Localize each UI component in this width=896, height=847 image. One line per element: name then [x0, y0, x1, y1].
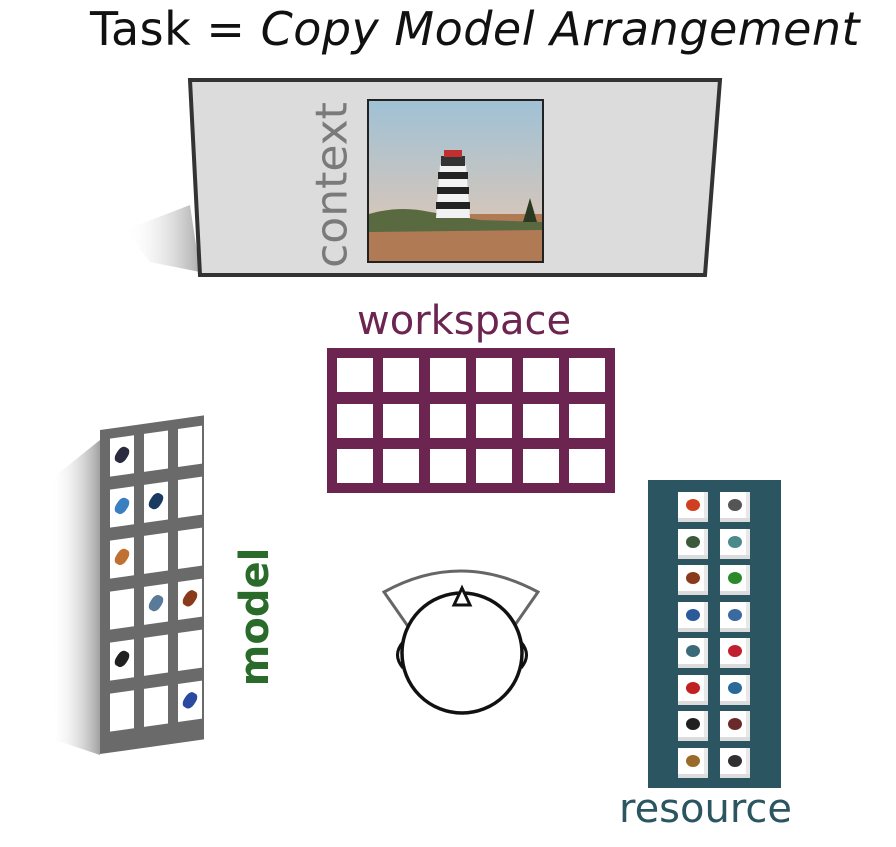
workspace-cell[interactable]: [569, 449, 605, 483]
resource-cell[interactable]: [678, 492, 708, 522]
model-cell: [110, 639, 134, 681]
resource-cell[interactable]: [678, 528, 708, 559]
resource-object[interactable]: [686, 754, 700, 767]
model-cell: [178, 578, 202, 621]
workspace-cell[interactable]: [476, 358, 513, 392]
model-object: [112, 648, 132, 669]
model-cell: [144, 430, 168, 472]
nose-icon: [451, 584, 473, 607]
resource-object[interactable]: [728, 572, 742, 584]
workspace-cell[interactable]: [383, 449, 420, 483]
resource-object[interactable]: [728, 754, 742, 767]
workspace-cell[interactable]: [522, 358, 559, 392]
model-cell: [144, 634, 168, 676]
model-cell: [144, 583, 168, 625]
model-cell: [144, 481, 168, 523]
resource-object[interactable]: [686, 572, 700, 584]
context-shadow: [125, 205, 200, 272]
workspace-cell[interactable]: [429, 449, 466, 483]
resource-cell[interactable]: [720, 674, 750, 705]
resource-cell[interactable]: [720, 492, 750, 522]
title-prefix: Task =: [90, 2, 261, 56]
workspace-cell[interactable]: [476, 403, 513, 438]
resource-cell[interactable]: [720, 565, 750, 595]
workspace-cell[interactable]: [337, 403, 373, 438]
context-photo: [367, 99, 544, 263]
resource-object[interactable]: [686, 499, 700, 511]
resource-object[interactable]: [686, 608, 700, 621]
model-cell: [110, 588, 134, 630]
model-cell: [144, 685, 168, 727]
model-object: [112, 444, 132, 465]
model-cell: [178, 476, 202, 519]
resource-object[interactable]: [686, 681, 700, 694]
workspace-cell[interactable]: [522, 449, 559, 483]
workspace-label: workspace: [357, 298, 572, 344]
model-grid: [100, 415, 204, 754]
model-object: [112, 546, 132, 567]
resource-panel: [648, 480, 781, 788]
model-shadow: [50, 440, 100, 755]
resource-cell[interactable]: [678, 674, 708, 705]
workspace-cell[interactable]: [383, 403, 420, 438]
model-object: [180, 690, 200, 711]
model-cell: [110, 690, 134, 732]
model-object: [180, 588, 200, 609]
resource-object[interactable]: [728, 718, 742, 730]
model-cell: [144, 532, 168, 574]
resource-cell[interactable]: [720, 638, 750, 668]
workspace-cell[interactable]: [429, 403, 466, 438]
model-cell: [178, 527, 202, 570]
resource-cell[interactable]: [720, 747, 750, 778]
head-circle: [400, 591, 524, 715]
resource-object[interactable]: [686, 535, 700, 548]
model-cell: [110, 486, 134, 528]
model-object: [146, 491, 166, 512]
workspace-cell[interactable]: [429, 358, 466, 392]
resource-cell[interactable]: [678, 711, 708, 741]
model-cell: [178, 680, 202, 723]
workspace-cell[interactable]: [522, 403, 559, 438]
resource-cell[interactable]: [678, 638, 708, 668]
resource-object[interactable]: [686, 645, 700, 657]
left-ear-icon: [396, 641, 405, 669]
task-name: Copy Model Arrangement: [260, 2, 861, 56]
resource-cell[interactable]: [678, 601, 708, 632]
resource-cell[interactable]: [720, 711, 750, 741]
workspace-cell[interactable]: [337, 449, 373, 483]
model-cell: [178, 629, 202, 672]
resource-object[interactable]: [728, 499, 742, 511]
resource-object[interactable]: [728, 608, 742, 621]
context-label: context: [306, 102, 358, 268]
model-object: [112, 495, 132, 516]
resource-object[interactable]: [728, 645, 742, 657]
head-figure: [381, 569, 541, 715]
resource-object[interactable]: [686, 718, 700, 730]
model-cell: [110, 537, 134, 579]
model-cell: [178, 425, 202, 468]
resource-cell[interactable]: [678, 747, 708, 778]
workspace-grid: [327, 348, 615, 493]
workspace-cell[interactable]: [383, 358, 420, 392]
workspace-cell[interactable]: [569, 358, 605, 392]
resource-cell[interactable]: [678, 565, 708, 595]
workspace-cell[interactable]: [337, 358, 373, 392]
workspace-cell[interactable]: [476, 449, 513, 483]
page-title: Task = Copy Model Arrangement: [90, 2, 860, 56]
right-ear-icon: [519, 641, 528, 669]
resource-object[interactable]: [728, 681, 742, 694]
resource-label: resource: [619, 786, 793, 832]
resource-cell[interactable]: [720, 601, 750, 632]
model-label: model: [232, 547, 278, 687]
model-object: [146, 593, 166, 614]
resource-cell[interactable]: [720, 528, 750, 559]
model-cell: [110, 435, 134, 477]
resource-object[interactable]: [728, 535, 742, 548]
workspace-cell[interactable]: [569, 403, 605, 438]
